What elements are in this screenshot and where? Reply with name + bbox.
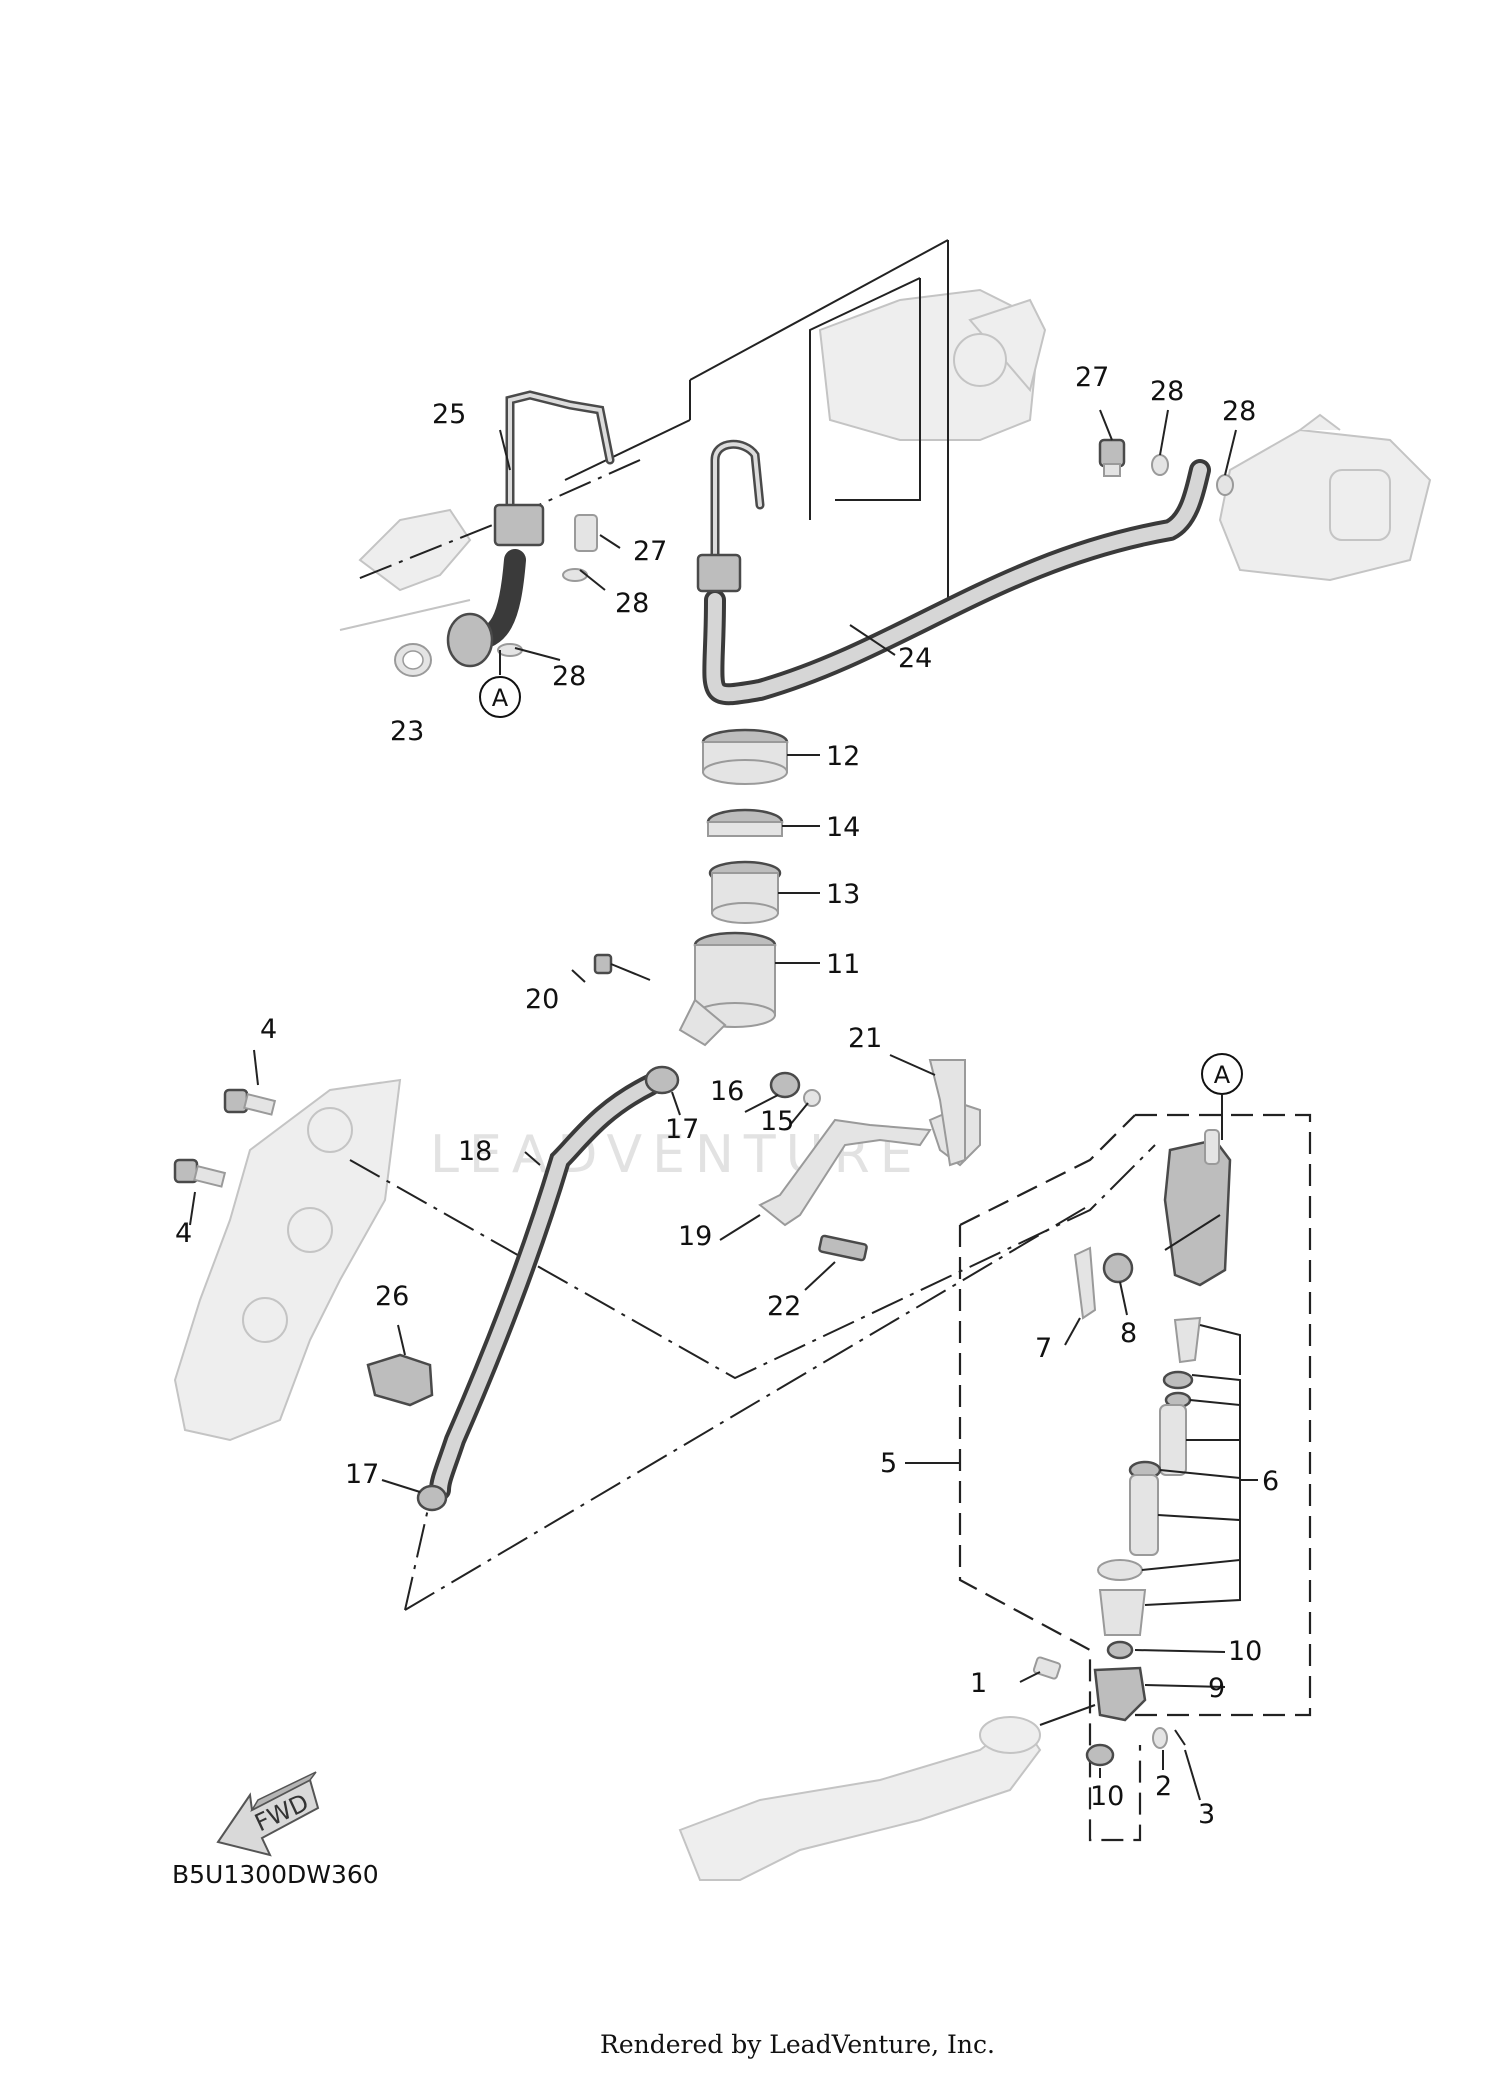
callout-27-top: 27 — [1075, 362, 1109, 393]
hose-bracket-ghost — [339, 508, 472, 631]
washer-28-c — [562, 568, 588, 582]
washer-28-d — [497, 643, 523, 657]
washer-28-a — [1151, 454, 1169, 476]
callout-19: 19 — [678, 1221, 712, 1252]
callout-28-top-a: 28 — [1150, 376, 1184, 407]
diaphragm-14 — [706, 808, 784, 837]
rear-caliper-ghost — [1218, 413, 1432, 582]
callout-11: 11 — [826, 949, 860, 980]
bolt-4-upper — [223, 1088, 277, 1116]
abs-unit-ghost — [818, 288, 1047, 441]
reference-marker-a-top: A — [479, 676, 521, 718]
union-bolt-27-left — [574, 514, 598, 552]
svg-text:A: A — [1214, 1061, 1231, 1089]
nut-10-lower — [1085, 1743, 1115, 1767]
callout-28-low: 28 — [552, 661, 586, 692]
reservoir-hose-18 — [429, 1074, 661, 1501]
callout-leaders — [189, 409, 1258, 1801]
callout-15: 15 — [760, 1106, 794, 1137]
oring-8 — [1102, 1252, 1134, 1284]
callout-23: 23 — [390, 716, 424, 747]
callout-4-lower: 4 — [175, 1218, 192, 1249]
nut-10-upper — [1106, 1640, 1134, 1660]
callout-24: 24 — [898, 643, 932, 674]
collar-15 — [803, 1089, 821, 1107]
screw-20 — [593, 953, 651, 981]
callout-27-left: 27 — [633, 536, 667, 567]
callout-13: 13 — [826, 879, 860, 910]
callout-10-lower: 10 — [1090, 1781, 1124, 1812]
callout-28-mid: 28 — [615, 588, 649, 619]
grommet-16 — [769, 1071, 801, 1099]
callout-labels: 1 2 3 4 4 5 6 7 8 9 10 10 11 12 13 14 15… — [175, 362, 1279, 1830]
callout-25: 25 — [432, 399, 466, 430]
svg-text:A: A — [492, 684, 509, 712]
callout-17-upper: 17 — [665, 1114, 699, 1145]
bolt-4-lower — [173, 1158, 227, 1188]
master-cylinder-body — [1163, 1129, 1232, 1287]
callout-10-upper: 10 — [1228, 1636, 1262, 1667]
brake-pipe-25 — [446, 390, 615, 668]
callout-28-top-b: 28 — [1222, 396, 1256, 427]
cotter-pin-3 — [1174, 1729, 1186, 1746]
callout-4-upper: 4 — [260, 1014, 277, 1045]
union-bolt-27-top — [1098, 438, 1126, 477]
hose-clip-17-lower — [416, 1484, 448, 1512]
hose-joint-7 — [1073, 1246, 1097, 1320]
callout-8: 8 — [1120, 1318, 1137, 1349]
piston-kit-6 — [1097, 1316, 1202, 1636]
callout-21: 21 — [848, 1023, 882, 1054]
clamp-23 — [394, 643, 432, 677]
bolt-1 — [1032, 1656, 1062, 1680]
washer-28-b — [1216, 474, 1234, 496]
brake-pipe-upper — [696, 439, 765, 593]
clamp-26 — [366, 1353, 434, 1407]
diagram-code: B5U1300DW360 — [172, 1860, 379, 1889]
callout-16: 16 — [710, 1076, 744, 1107]
reservoir-cap-12 — [701, 728, 789, 785]
callout-20: 20 — [525, 984, 559, 1015]
bracket-21 — [928, 1059, 966, 1167]
callout-2: 2 — [1155, 1771, 1172, 1802]
assembly-boundaries — [349, 239, 1312, 1842]
callout-14: 14 — [826, 812, 860, 843]
callout-12: 12 — [826, 741, 860, 772]
callout-1: 1 — [970, 1668, 987, 1699]
washer-2 — [1152, 1727, 1168, 1749]
callout-5: 5 — [880, 1448, 897, 1479]
screw-22 — [818, 1234, 868, 1262]
callout-7: 7 — [1035, 1333, 1052, 1364]
callout-3: 3 — [1198, 1799, 1215, 1830]
brake-hose-24 — [702, 459, 1211, 706]
callout-17-lower: 17 — [345, 1459, 379, 1490]
footrest-plate-ghost — [173, 1078, 402, 1442]
diaphragm-holder-13 — [708, 860, 782, 924]
callout-9: 9 — [1208, 1673, 1225, 1704]
joint-9 — [1093, 1666, 1147, 1722]
footer-credit: Rendered by LeadVenture, Inc. — [600, 2030, 995, 2059]
reservoir-11 — [678, 931, 777, 1047]
callout-26: 26 — [375, 1281, 409, 1312]
fwd-arrow-icon: FWD — [216, 1771, 320, 1857]
reference-marker-a-right: A — [1201, 1053, 1243, 1095]
hose-clip-17-upper — [644, 1065, 680, 1095]
callout-22: 22 — [767, 1291, 801, 1322]
callout-18: 18 — [458, 1136, 492, 1167]
brake-pedal-ghost — [678, 1716, 1042, 1881]
callout-6: 6 — [1262, 1466, 1279, 1497]
